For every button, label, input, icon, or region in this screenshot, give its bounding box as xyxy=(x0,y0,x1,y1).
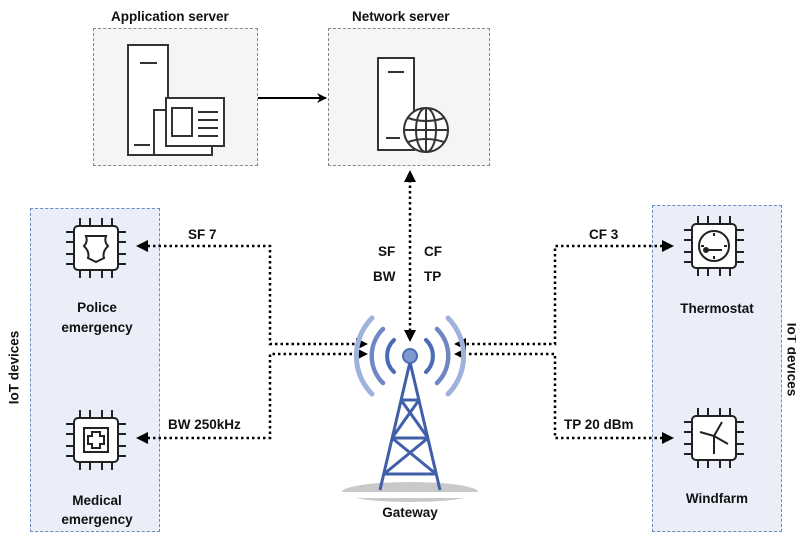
network-server-icon xyxy=(377,57,415,151)
arrow-to-thermostat xyxy=(662,240,674,252)
police-chip-icon xyxy=(66,218,126,278)
globe-icon xyxy=(403,107,449,153)
tp-label: TP xyxy=(424,269,442,284)
police-label-line1: Police xyxy=(77,300,117,315)
application-server-title: Application server xyxy=(111,9,229,24)
gateway-label: Gateway xyxy=(382,505,438,520)
bw250-label: BW 250kHz xyxy=(168,417,241,432)
medical-label-line1: Medical xyxy=(72,493,122,508)
arrow-to-medical xyxy=(136,432,148,444)
arrow-to-windfarm xyxy=(662,432,674,444)
windfarm-chip-icon xyxy=(684,408,744,468)
tp20-label: TP 20 dBm xyxy=(564,417,634,432)
cf-label: CF xyxy=(424,244,442,259)
right-links xyxy=(464,244,668,440)
thermostat-chip-icon xyxy=(684,216,744,276)
network-server-title: Network server xyxy=(352,9,450,24)
police-label-line2: emergency xyxy=(61,320,133,335)
gateway-network-link xyxy=(404,170,416,342)
cf3-label: CF 3 xyxy=(589,227,619,242)
arrow-to-police xyxy=(136,240,148,252)
thermostat-label: Thermostat xyxy=(680,301,754,316)
medical-chip-icon xyxy=(66,410,126,470)
gateway-tower-icon xyxy=(378,361,442,491)
medical-label-line2: emergency xyxy=(61,512,133,527)
sf-label: SF xyxy=(378,244,396,259)
windfarm-label: Windfarm xyxy=(685,491,749,506)
bw-label: BW xyxy=(373,269,396,284)
left-links xyxy=(142,244,358,440)
radio-waves-icon xyxy=(353,315,467,397)
application-server-icon xyxy=(127,44,225,156)
sf7-label: SF 7 xyxy=(188,227,217,242)
